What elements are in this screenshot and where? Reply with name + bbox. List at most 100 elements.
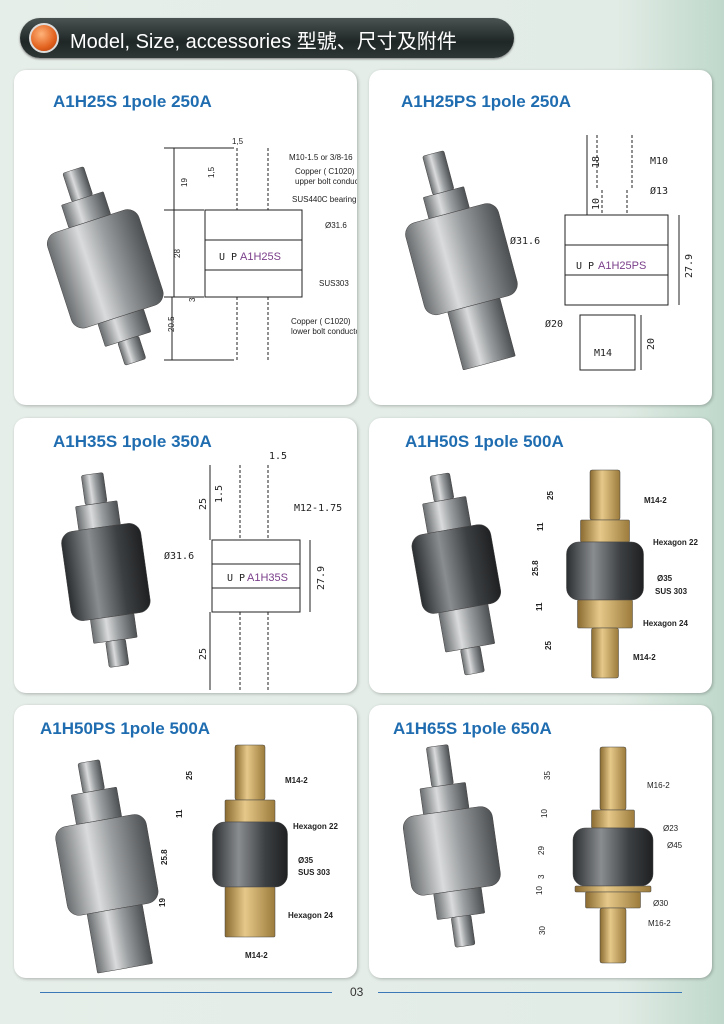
product-photo bbox=[403, 744, 501, 948]
svg-text:11: 11 bbox=[535, 602, 544, 611]
product-photo bbox=[405, 150, 518, 371]
svg-text:3: 3 bbox=[537, 874, 546, 879]
threaded-stud bbox=[589, 469, 621, 521]
product-photo bbox=[411, 472, 501, 676]
card-title: A1H25S 1pole 250A bbox=[53, 92, 212, 111]
svg-text:19: 19 bbox=[158, 898, 167, 907]
svg-text:M14-2: M14-2 bbox=[644, 496, 667, 505]
section-title: Model, Size, accessories 型號、尺寸及附件 bbox=[70, 31, 457, 53]
card-title: A1H50S 1pole 500A bbox=[405, 432, 564, 451]
svg-text:M14-2: M14-2 bbox=[633, 653, 656, 662]
hex-nut bbox=[224, 799, 276, 823]
hex-nut bbox=[585, 891, 641, 909]
product-photo bbox=[212, 744, 288, 938]
svg-text:M16-2: M16-2 bbox=[647, 781, 670, 790]
svg-text:SUS303: SUS303 bbox=[319, 279, 349, 288]
svg-text:1,5: 1,5 bbox=[207, 166, 216, 178]
product-card-a1h65s: 35 M16-2 10 Ø23 29 Ø45 3 10 Ø30 30 M16-2… bbox=[369, 705, 712, 978]
housing-cylinder bbox=[47, 209, 164, 329]
svg-text:A1H35S: A1H35S bbox=[247, 572, 288, 584]
svg-text:U P: U P bbox=[576, 261, 594, 272]
svg-text:Copper ( C1020): Copper ( C1020) bbox=[295, 167, 355, 176]
footer-divider bbox=[40, 992, 332, 993]
svg-text:10: 10 bbox=[591, 198, 602, 210]
threaded-stud bbox=[451, 914, 476, 948]
threaded-stud bbox=[460, 646, 485, 676]
housing-cylinder bbox=[572, 827, 654, 887]
product-photo bbox=[572, 746, 654, 964]
svg-text:M16-2: M16-2 bbox=[648, 919, 671, 928]
svg-text:M10-1.5 or 3/8-16: M10-1.5 or 3/8-16 bbox=[289, 153, 353, 162]
svg-text:20.5: 20.5 bbox=[167, 316, 176, 332]
threaded-stud bbox=[117, 336, 146, 366]
svg-text:28: 28 bbox=[173, 249, 182, 258]
svg-text:29: 29 bbox=[537, 846, 546, 855]
threaded-stud bbox=[599, 907, 627, 964]
product-photo bbox=[47, 166, 164, 366]
svg-text:25: 25 bbox=[198, 498, 209, 510]
product-photo bbox=[55, 759, 159, 974]
threaded-stud bbox=[77, 759, 105, 793]
svg-text:lower bolt conductor: lower bolt conductor bbox=[291, 327, 357, 336]
svg-text:Hexagon 24: Hexagon 24 bbox=[643, 619, 688, 628]
svg-text:M14-2: M14-2 bbox=[245, 951, 268, 960]
svg-text:Copper ( C1020): Copper ( C1020) bbox=[291, 317, 351, 326]
svg-text:10: 10 bbox=[535, 886, 544, 895]
product-illustration: 25 M14-2 11 Hexagon 22 25.8 Ø35 SUS 303 … bbox=[411, 469, 698, 679]
housing-cylinder bbox=[566, 541, 644, 601]
threaded-stud bbox=[591, 627, 619, 679]
dimension-drawing bbox=[164, 147, 303, 361]
product-illustration: 1.5 1.5 25 M12-1.75 Ø31.6 U P A1H35S 27.… bbox=[61, 451, 342, 690]
svg-text:30: 30 bbox=[538, 926, 547, 935]
svg-text:SUS440C bearing: SUS440C bearing bbox=[292, 195, 356, 204]
svg-text:27.9: 27.9 bbox=[316, 566, 327, 590]
svg-text:Ø35: Ø35 bbox=[657, 574, 673, 583]
section-header: Model, Size, accessories 型號、尺寸及附件 bbox=[20, 18, 514, 58]
hex-nut bbox=[580, 519, 630, 543]
svg-text:Ø31.6: Ø31.6 bbox=[325, 221, 347, 230]
svg-text:18: 18 bbox=[591, 156, 602, 168]
svg-text:20: 20 bbox=[646, 338, 657, 350]
hex-nut bbox=[447, 298, 516, 371]
product-card-a1h50ps: 25 M14-2 11 Hexagon 22 25.8 Ø35 SUS 303 … bbox=[14, 705, 357, 978]
threaded-stud bbox=[429, 472, 454, 502]
card-title: A1H35S 1pole 350A bbox=[53, 432, 212, 451]
svg-text:M10: M10 bbox=[650, 156, 668, 167]
housing-cylinder bbox=[55, 814, 159, 916]
threaded-stud bbox=[234, 744, 266, 801]
hex-nut bbox=[224, 886, 276, 938]
svg-text:A1H25PS: A1H25PS bbox=[598, 260, 646, 272]
product-card-a1h35s: 1.5 1.5 25 M12-1.75 Ø31.6 U P A1H35S 27.… bbox=[14, 418, 357, 693]
product-card-a1h25ps: 18 10 M10 Ø13 Ø31.6 U P A1H25PS 27.9 Ø20… bbox=[369, 70, 712, 405]
threaded-stud bbox=[105, 638, 129, 668]
threaded-stud bbox=[426, 744, 454, 788]
svg-text:Ø45: Ø45 bbox=[667, 841, 683, 850]
housing-cylinder bbox=[61, 523, 151, 621]
housing-cylinder bbox=[411, 524, 501, 614]
svg-text:25: 25 bbox=[546, 491, 555, 500]
svg-text:M12-1.75: M12-1.75 bbox=[294, 503, 342, 514]
svg-text:Ø13: Ø13 bbox=[650, 185, 668, 197]
threaded-stud bbox=[599, 746, 627, 811]
svg-text:Ø31.6: Ø31.6 bbox=[164, 550, 194, 562]
svg-text:Hexagon 22: Hexagon 22 bbox=[293, 822, 338, 831]
product-illustration: 25 M14-2 11 Hexagon 22 25.8 Ø35 SUS 303 … bbox=[55, 744, 338, 974]
card-title: A1H65S 1pole 650A bbox=[393, 719, 552, 738]
housing-cylinder bbox=[403, 806, 501, 896]
svg-text:1,5: 1,5 bbox=[232, 137, 244, 146]
threaded-stud bbox=[422, 150, 454, 195]
svg-text:27.9: 27.9 bbox=[684, 254, 695, 278]
svg-text:Ø20: Ø20 bbox=[545, 318, 563, 330]
svg-text:Ø31.6: Ø31.6 bbox=[510, 235, 540, 247]
housing-cylinder bbox=[405, 203, 518, 316]
product-card-a1h50s: 25 M14-2 11 Hexagon 22 25.8 Ø35 SUS 303 … bbox=[369, 418, 712, 693]
svg-text:upper bolt conductor: upper bolt conductor bbox=[295, 177, 357, 186]
page-number: 03 bbox=[350, 985, 364, 999]
svg-text:35: 35 bbox=[543, 771, 552, 780]
product-illustration: 35 M16-2 10 Ø23 29 Ø45 3 10 Ø30 30 M16-2 bbox=[403, 744, 683, 964]
dimension-drawing bbox=[564, 135, 680, 371]
dimension-drawing bbox=[209, 465, 311, 690]
svg-text:M14-2: M14-2 bbox=[285, 776, 308, 785]
hex-nut bbox=[438, 604, 495, 653]
svg-text:SUS 303: SUS 303 bbox=[655, 587, 688, 596]
